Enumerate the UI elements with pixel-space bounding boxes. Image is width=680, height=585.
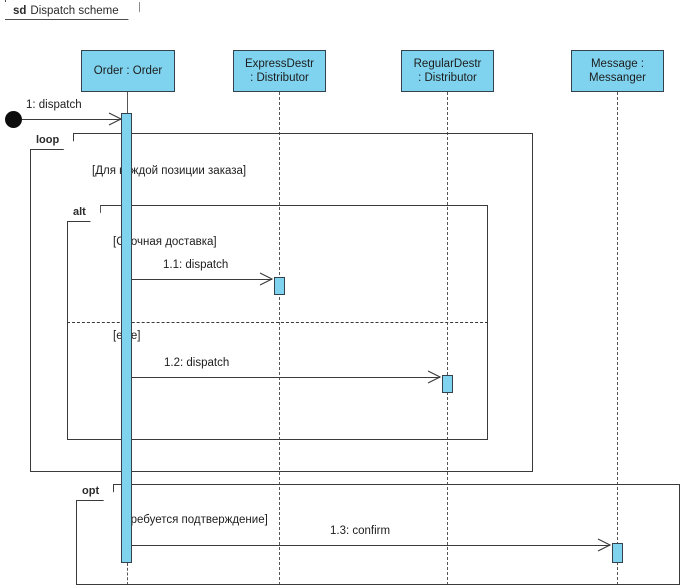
diagram-title-tab: sd Dispatch scheme: [5, 2, 140, 20]
message-1-1-line[interactable]: [132, 279, 272, 280]
lifeline-name-regular-line2: : Distributor: [418, 72, 477, 84]
start-node: [5, 111, 22, 128]
lifeline-stem-regulardestr: [447, 92, 448, 585]
lifeline-name-message-line1: Message :: [590, 58, 645, 70]
message-1-3-line[interactable]: [132, 545, 610, 546]
message-1-1-arrowhead: [259, 272, 273, 286]
message-1-label: 1: dispatch: [26, 99, 82, 111]
message-1-3-label: 1.3: confirm: [330, 525, 391, 537]
fragment-loop-operator: loop: [30, 133, 74, 150]
activation-expressdestr[interactable]: [274, 277, 285, 295]
message-1-2-label: 1.2: dispatch: [164, 357, 230, 369]
lifeline-stem-order-top: [127, 92, 128, 114]
diagram-kind-keyword: sd: [13, 4, 27, 17]
fragment-loop-guard: [Для каждой позиции заказа]: [92, 165, 247, 177]
message-1-arrowhead: [108, 112, 122, 126]
fragment-alt-guard-1: [Срочная доставка]: [113, 236, 217, 248]
fragment-loop[interactable]: [30, 133, 533, 472]
lifeline-head-message[interactable]: Message : Messanger: [571, 50, 664, 92]
lifeline-name-regular-line1: RegularDestr: [413, 58, 482, 70]
message-1-2-line[interactable]: [132, 377, 440, 378]
lifeline-stem-expressdestr: [279, 92, 280, 585]
message-1-line[interactable]: [22, 119, 121, 120]
activation-order[interactable]: [121, 113, 132, 563]
fragment-opt-operator: opt: [76, 484, 114, 501]
lifeline-name-express-line1: ExpressDestr: [244, 58, 315, 70]
fragment-alt-divider: [67, 322, 488, 323]
diagram-title: Dispatch scheme: [30, 4, 119, 17]
fragment-opt-guard: [Требуется подтверждение]: [121, 514, 268, 526]
message-1-1-label: 1.1: dispatch: [163, 259, 229, 271]
lifeline-name-express-line2: : Distributor: [250, 72, 309, 84]
lifeline-head-expressdestr[interactable]: ExpressDestr : Distributor: [233, 50, 326, 92]
lifeline-stem-message: [617, 92, 618, 585]
message-1-3-arrowhead: [597, 538, 611, 552]
lifeline-name-message-line2: Messanger: [589, 72, 646, 84]
lifeline-head-regulardestr[interactable]: RegularDestr : Distributor: [401, 50, 494, 92]
message-1-2-arrowhead: [427, 370, 441, 384]
activation-message[interactable]: [612, 543, 623, 563]
lifeline-head-order[interactable]: Order : Order: [81, 50, 175, 92]
lifeline-stem-order-bottom: [127, 563, 128, 585]
lifeline-name-order-line1: Order : Order: [93, 65, 163, 77]
activation-regulardestr[interactable]: [442, 375, 453, 393]
